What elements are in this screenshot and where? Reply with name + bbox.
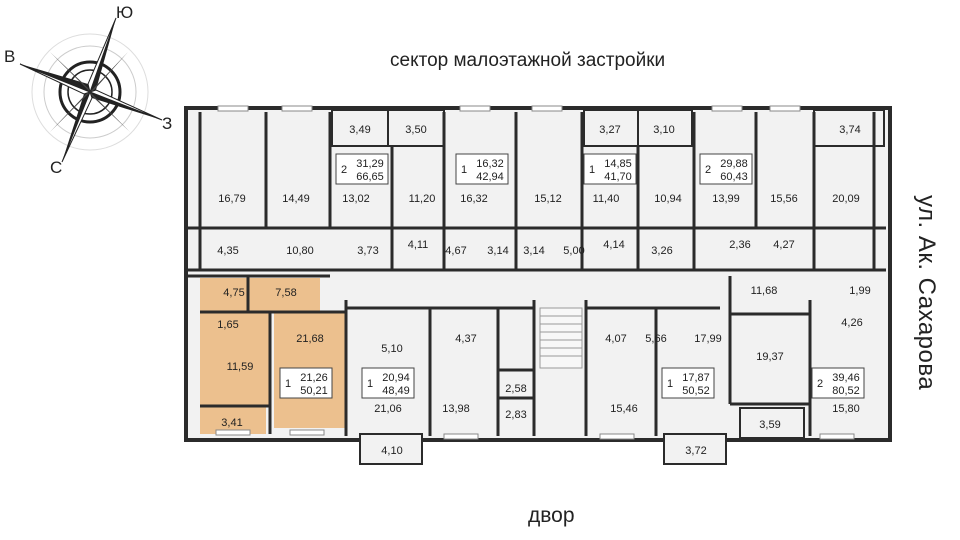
apartment-living-area: 31,29 xyxy=(356,158,384,170)
apartment-total-area: 42,94 xyxy=(476,171,504,183)
apartment-living-area: 29,88 xyxy=(720,158,748,170)
room-area: 19,37 xyxy=(756,351,784,363)
room-area: 15,46 xyxy=(610,403,638,415)
apartment-living-area: 20,94 xyxy=(382,372,410,384)
compass-west-label: В xyxy=(4,47,16,66)
apartment-room-count: 1 xyxy=(589,164,595,176)
highlighted-apartment xyxy=(200,278,346,434)
room-area: 15,56 xyxy=(770,193,798,205)
room-area: 3,50 xyxy=(405,124,426,136)
apartment-room-count: 2 xyxy=(705,164,711,176)
room-area: 3,41 xyxy=(221,417,242,429)
room-area: 13,98 xyxy=(442,403,470,415)
stairwell xyxy=(539,307,583,369)
room-area: 5,10 xyxy=(381,343,402,355)
top-sector-label: сектор малоэтажной застройки xyxy=(390,50,666,71)
room-area: 4,67 xyxy=(445,245,466,257)
room-area: 4,75 xyxy=(223,287,244,299)
room-area: 13,99 xyxy=(712,193,740,205)
room-area: 4,07 xyxy=(605,333,626,345)
room-area: 1,99 xyxy=(849,285,870,297)
courtyard-label: двор xyxy=(528,504,575,527)
room-area: 13,02 xyxy=(342,193,370,205)
apartment-room-count: 2 xyxy=(817,378,823,390)
apartment-total-area: 50,21 xyxy=(300,385,328,397)
room-area: 4,26 xyxy=(841,317,862,329)
room-area: 11,68 xyxy=(751,285,778,297)
room-area: 17,99 xyxy=(694,333,722,345)
room-area: 5,66 xyxy=(645,333,666,345)
compass-rose-icon xyxy=(19,17,163,163)
room-area: 4,35 xyxy=(217,245,238,257)
room-area: 3,59 xyxy=(759,419,780,431)
apartment-room-count: 1 xyxy=(285,378,291,390)
room-area: 3,14 xyxy=(487,245,508,257)
room-area: 4,14 xyxy=(603,239,624,251)
apartment-living-area: 16,32 xyxy=(476,158,504,170)
room-area: 10,80 xyxy=(286,245,314,257)
apartment-room-count: 1 xyxy=(367,378,373,390)
room-area: 3,73 xyxy=(357,245,378,257)
room-area: 4,11 xyxy=(408,239,429,251)
room-area: 7,58 xyxy=(275,287,296,299)
room-area: 15,80 xyxy=(832,403,860,415)
room-area: 2,58 xyxy=(505,383,526,395)
room-area: 15,12 xyxy=(534,193,562,205)
apartment-room-count: 2 xyxy=(341,164,347,176)
apartment-total-area: 48,49 xyxy=(382,385,410,397)
compass-north-label: Ю xyxy=(116,3,134,22)
apartment-living-area: 17,87 xyxy=(682,372,710,384)
street-label: ул. Ак. Сахарова xyxy=(913,195,940,391)
room-area: 16,32 xyxy=(460,193,488,205)
room-area: 2,36 xyxy=(729,239,750,251)
room-area: 16,79 xyxy=(218,193,246,205)
room-area: 5,00 xyxy=(563,245,584,257)
apartment-living-area: 39,46 xyxy=(832,372,860,384)
room-area: 4,27 xyxy=(773,239,794,251)
room-area: 11,59 xyxy=(227,361,254,373)
apartment-room-count: 1 xyxy=(667,378,673,390)
apartment-total-area: 50,52 xyxy=(682,385,710,397)
room-area: 3,10 xyxy=(653,124,674,136)
room-area: 21,68 xyxy=(296,333,324,345)
room-area: 4,37 xyxy=(455,333,476,345)
apartment-living-area: 14,85 xyxy=(604,158,632,170)
apartment-total-area: 80,52 xyxy=(832,385,860,397)
room-area: 20,09 xyxy=(832,193,860,205)
room-area: 3,26 xyxy=(651,245,672,257)
room-area: 3,14 xyxy=(523,245,544,257)
compass-south-label: С xyxy=(50,158,63,177)
apartment-total-area: 66,65 xyxy=(356,171,384,183)
compass-east-label: З xyxy=(162,114,173,133)
room-area: 3,74 xyxy=(839,124,860,136)
room-area: 11,40 xyxy=(593,193,620,205)
room-area: 10,94 xyxy=(654,193,682,205)
room-area: 11,20 xyxy=(409,193,436,205)
room-area: 21,06 xyxy=(374,403,402,415)
room-area: 3,27 xyxy=(599,124,620,136)
apartment-total-area: 60,43 xyxy=(720,171,748,183)
room-area: 4,10 xyxy=(381,445,402,457)
room-area: 3,49 xyxy=(349,124,370,136)
room-area: 3,72 xyxy=(685,445,706,457)
apartment-living-area: 21,26 xyxy=(300,372,328,384)
apartment-room-count: 1 xyxy=(461,164,467,176)
apartment-total-area: 41,70 xyxy=(604,171,632,183)
room-area: 2,83 xyxy=(505,409,526,421)
room-area: 1,65 xyxy=(217,319,238,331)
room-area: 14,49 xyxy=(282,193,310,205)
